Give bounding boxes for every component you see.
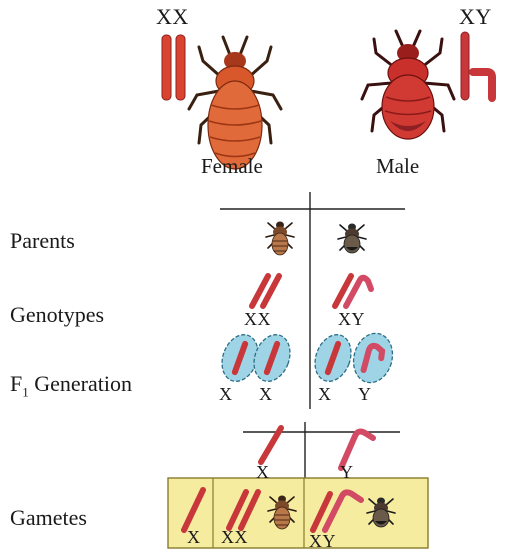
female-x-chromosome-pair-icon <box>162 35 185 100</box>
f1-label-4: Y <box>358 384 372 405</box>
row-label-gametes: Gametes <box>10 505 87 531</box>
genotype-male-label: XY <box>338 309 365 330</box>
genotype-male-chromosomes-icon <box>335 276 371 306</box>
row-label-f1-generation: F1 Generation <box>10 371 132 400</box>
male-chromosome-label: XY <box>459 4 492 30</box>
parent-male-fly-icon <box>338 224 366 254</box>
male-xy-chromosome-icon <box>461 32 492 100</box>
genotype-female-label: XX <box>244 309 271 330</box>
f1-cell-3-icon <box>309 330 357 387</box>
offspring-box <box>168 478 428 548</box>
row-label-parents: Parents <box>10 228 75 254</box>
female-chromosome-label: XX <box>156 4 189 30</box>
f1-prefix: F <box>10 371 22 396</box>
f1-label-3: X <box>318 384 332 405</box>
gamete-y-label: Y <box>340 462 354 483</box>
f1-subscript: 1 <box>22 384 29 399</box>
offspring-x-label: X <box>187 527 201 548</box>
parent-female-fly-icon <box>266 222 294 256</box>
gamete-x-label: X <box>256 462 270 483</box>
f1-cell-4-icon <box>348 329 398 387</box>
f1-label-1: X <box>219 384 233 405</box>
female-fly-icon <box>189 37 281 169</box>
male-fly-icon <box>362 31 454 139</box>
f1-suffix: Generation <box>34 371 132 396</box>
gamete-x-chromosome-icon <box>261 428 281 462</box>
male-label: Male <box>376 154 419 179</box>
offspring-xx-label: XX <box>221 527 248 548</box>
genotype-female-chromosomes-icon <box>252 276 279 306</box>
f1-label-2: X <box>259 384 273 405</box>
row-label-genotypes: Genotypes <box>10 302 104 328</box>
offspring-xy-label: XY <box>309 531 336 552</box>
offspring-male-fly-icon <box>367 498 395 528</box>
female-label: Female <box>201 154 263 179</box>
f1-cell-2-icon <box>248 330 296 387</box>
